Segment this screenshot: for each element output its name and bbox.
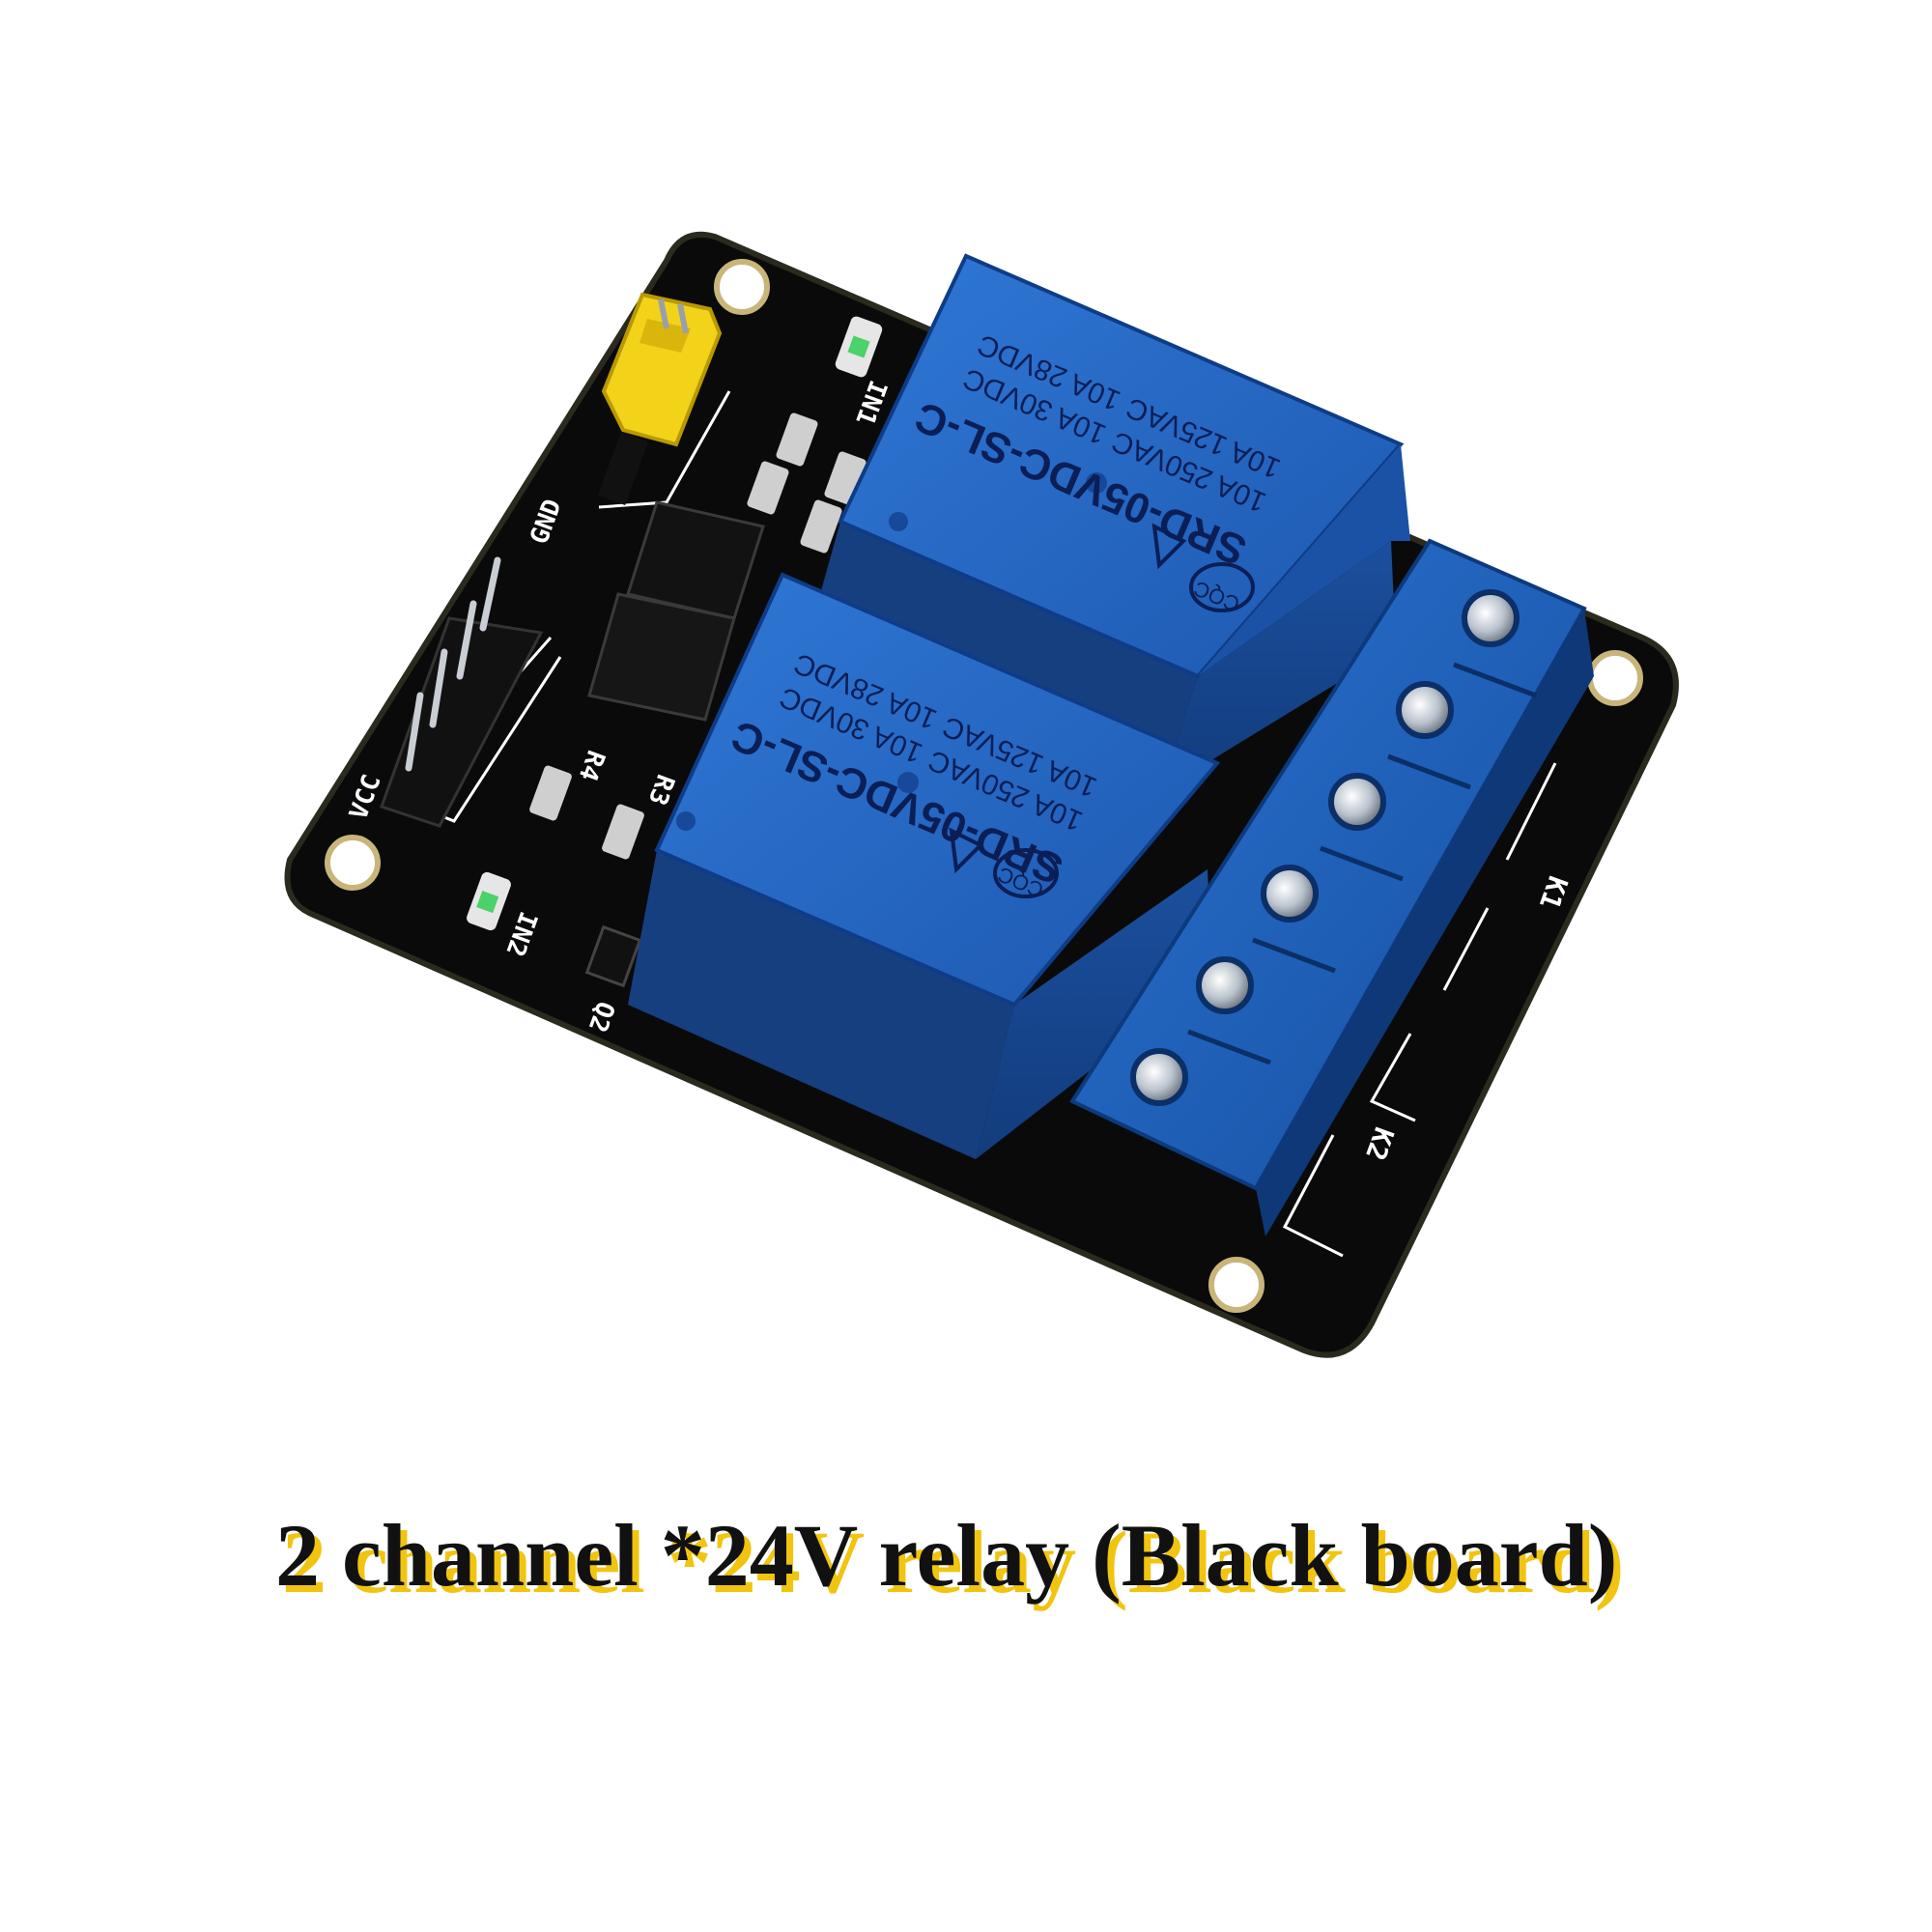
terminal-screw [1462,589,1520,647]
terminal-screw [1396,681,1454,739]
pin-header [380,556,544,828]
relay-1: SRD-05VDC-SL-C 10A 250VAC 10A 30VDC 10A … [807,253,1410,792]
relay-2: SRD-05VDC-SL-C 10A 250VAC 10A 30VDC 10A … [628,572,1221,1159]
mounting-hole [325,835,381,891]
product-caption: 2 channel *24V relay (Black board) 2 cha… [275,1502,1821,1611]
mounting-hole [714,259,770,315]
terminal-screw [1328,773,1386,831]
smd-components [467,316,883,988]
terminal-screw [1196,956,1254,1014]
terminal-screws [1130,589,1520,1106]
jumper-cap [597,292,723,506]
caption-text: 2 channel *24V relay (Black board) [275,1506,1618,1605]
mounting-hole [1587,650,1643,706]
screw-terminal-block [1069,538,1594,1236]
mounting-hole [1208,1257,1264,1313]
terminal-screw [1130,1048,1188,1106]
terminal-screw [1261,865,1319,923]
caption-highlight: 2 channel *24V relay (Black board) [282,1513,1625,1611]
optocoupler-chip [587,500,765,722]
